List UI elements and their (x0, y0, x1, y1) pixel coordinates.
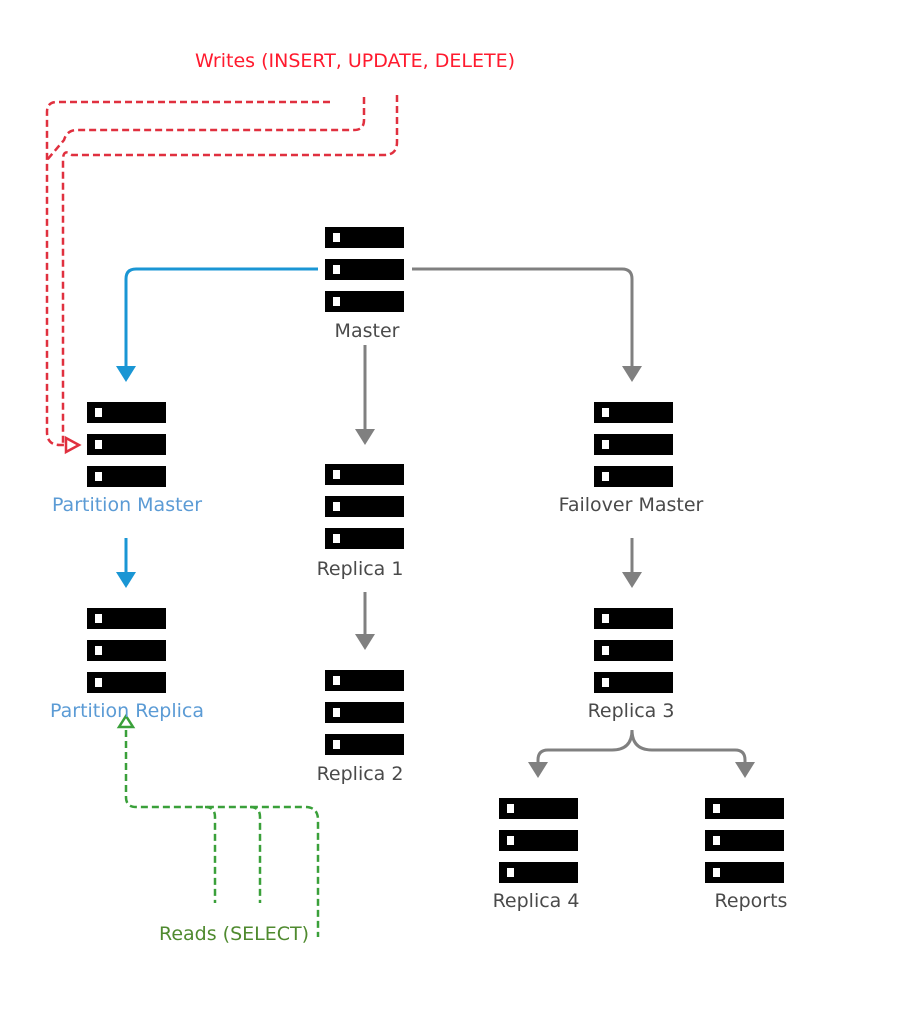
write-flow-3 (61, 95, 399, 445)
server-unit (325, 702, 404, 723)
writes-label: Writes (INSERT, UPDATE, DELETE) (194, 50, 516, 72)
arrow-head-icon (622, 572, 642, 588)
server-led (333, 534, 340, 543)
server-unit (87, 402, 166, 423)
server-unit (594, 402, 673, 423)
server-led (602, 646, 609, 655)
arrow-head-icon (116, 366, 136, 382)
server-unit (705, 798, 784, 819)
server-led (333, 297, 340, 306)
read-flow-2 (204, 805, 217, 903)
server-icon-replica-4 (499, 798, 578, 883)
server-led (713, 804, 720, 813)
server-unit (499, 830, 578, 851)
node-label-replica-1: Replica 1 (316, 558, 404, 580)
server-icon-failover-master (594, 402, 673, 487)
server-unit (594, 434, 673, 455)
server-unit (594, 640, 673, 661)
server-unit (594, 672, 673, 693)
node-label-replica-2: Replica 2 (316, 763, 404, 785)
read-arrow-icon (116, 713, 136, 729)
reads-label: Reads (SELECT) (158, 923, 310, 945)
edge-replica-3-to-reports (630, 729, 747, 768)
write-flow-2 (46, 97, 366, 161)
server-led (507, 836, 514, 845)
server-icon-reports (705, 798, 784, 883)
read-flow-3 (249, 805, 262, 903)
server-unit (594, 466, 673, 487)
node-label-master: Master (334, 320, 400, 342)
server-unit (499, 798, 578, 819)
node-label-reports: Reports (714, 890, 788, 912)
server-led (602, 614, 609, 623)
server-led (602, 472, 609, 481)
node-label-replica-3: Replica 3 (587, 700, 675, 722)
server-unit (87, 672, 166, 693)
server-unit (325, 496, 404, 517)
server-led (333, 502, 340, 511)
node-label-replica-4: Replica 4 (492, 890, 580, 912)
server-unit (87, 466, 166, 487)
server-led (95, 678, 102, 687)
server-icon-replica-3 (594, 608, 673, 693)
server-unit (325, 259, 404, 280)
server-unit (499, 862, 578, 883)
server-led (333, 708, 340, 717)
server-icon-master (325, 227, 404, 312)
server-led (507, 868, 514, 877)
server-icon-partition-replica (87, 608, 166, 693)
server-unit (87, 434, 166, 455)
arrow-head-icon (355, 429, 375, 445)
server-led (602, 408, 609, 417)
arrow-head-icon (116, 572, 136, 588)
server-unit (705, 830, 784, 851)
server-led (95, 440, 102, 449)
server-led (507, 804, 514, 813)
server-unit (325, 291, 404, 312)
edge-replica-3-to-replica-4 (536, 729, 634, 768)
server-led (713, 868, 720, 877)
server-led (333, 470, 340, 479)
server-unit (705, 862, 784, 883)
server-unit (325, 670, 404, 691)
edge-master-to-failover-master (412, 267, 634, 370)
server-unit (87, 608, 166, 629)
server-unit (325, 464, 404, 485)
write-flow-1 (45, 100, 330, 447)
server-led (333, 233, 340, 242)
arrow-head-icon (622, 366, 642, 382)
server-unit (594, 608, 673, 629)
server-led (95, 614, 102, 623)
server-led (333, 740, 340, 749)
arrow-head-icon (735, 762, 755, 778)
server-led (333, 265, 340, 274)
server-led (95, 646, 102, 655)
server-unit (325, 528, 404, 549)
arrow-head-icon (528, 762, 548, 778)
server-led (95, 472, 102, 481)
server-unit (87, 640, 166, 661)
read-flow-1 (124, 730, 320, 937)
server-led (713, 836, 720, 845)
server-icon-replica-1 (325, 464, 404, 549)
server-led (602, 678, 609, 687)
write-arrow-icon (64, 435, 82, 455)
node-label-failover-master: Failover Master (558, 494, 704, 516)
server-icon-replica-2 (325, 670, 404, 755)
server-led (333, 676, 340, 685)
edge-master-to-partition-master (124, 267, 318, 368)
server-unit (325, 227, 404, 248)
arrow-head-icon (355, 634, 375, 650)
node-label-partition-master: Partition Master (51, 494, 203, 516)
server-icon-partition-master (87, 402, 166, 487)
server-led (602, 440, 609, 449)
server-led (95, 408, 102, 417)
node-label-partition-replica: Partition Replica (50, 700, 204, 722)
server-unit (325, 734, 404, 755)
